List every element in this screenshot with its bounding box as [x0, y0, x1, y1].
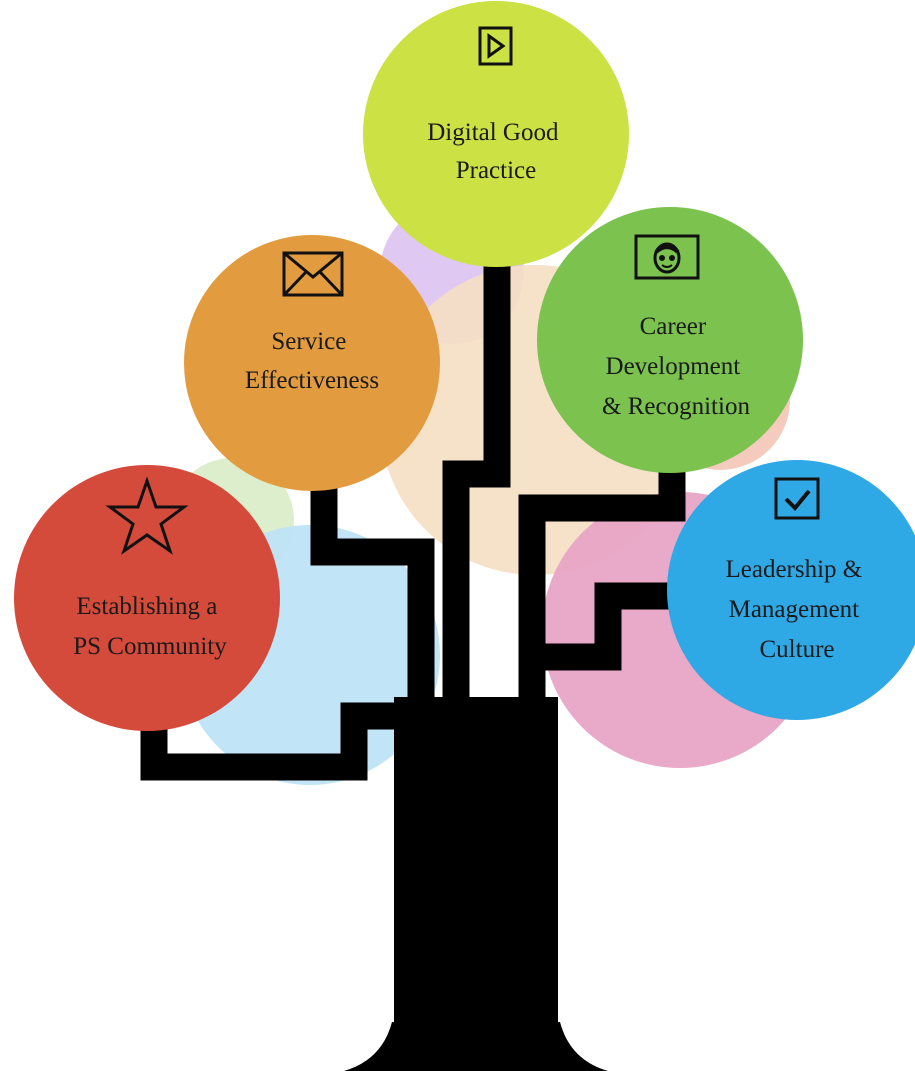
branch-digital [442, 262, 511, 705]
node-label-line: Digital Good [427, 119, 559, 146]
checkbox-icon [774, 477, 820, 520]
node-label-line: Career [640, 313, 707, 340]
node-digital-good-practice: Digital Good Practice [363, 1, 629, 267]
node-label-line: Establishing a [76, 593, 217, 620]
node-ps-community: Establishing a PS Community [14, 465, 280, 731]
trunk-base [344, 1022, 608, 1071]
trunk [344, 697, 608, 1071]
node-label-line: Effectiveness [245, 367, 379, 394]
node-label-line: Leadership & [725, 556, 862, 583]
node-label-line: & Recognition [602, 393, 750, 420]
node-label-line: Management [729, 596, 860, 623]
branches [140, 262, 690, 781]
node-label-line: Development [606, 353, 741, 380]
branch-career [518, 468, 686, 705]
svg-text:Digital Good Practice: Digital Good Practice [427, 119, 565, 184]
node-label-line: Practice [456, 157, 537, 184]
envelope-icon [282, 251, 344, 297]
node-circle [667, 460, 915, 720]
node-circle [537, 207, 803, 473]
svg-text:Service Effectiveness: Service Effectiveness [245, 328, 379, 394]
svg-text:Establishing a PS Commun: Establishing a PS Community [73, 593, 227, 660]
node-circle [14, 465, 280, 731]
branch-community [140, 702, 405, 781]
star-icon [105, 476, 189, 555]
node-circle [363, 1, 629, 267]
play-icon [478, 26, 513, 66]
node-leadership-culture: Leadership & Management Culture [667, 460, 915, 720]
svg-text:Leadership & Management: Leadership & Management Culture [725, 556, 868, 663]
branch-service [310, 480, 435, 705]
trunk-body [394, 697, 558, 1027]
branch-leadership [540, 582, 690, 671]
svg-text:Career Development: Career Development & Recognition [602, 313, 750, 420]
portrait-icon [634, 234, 700, 280]
node-circle [184, 235, 440, 491]
node-service-effectiveness: Service Effectiveness [184, 235, 440, 491]
node-label-line: Culture [760, 636, 835, 663]
node-career-development: Career Development & Recognition [537, 207, 803, 473]
node-label-line: PS Community [73, 633, 227, 660]
node-label-line: Service [271, 328, 346, 355]
